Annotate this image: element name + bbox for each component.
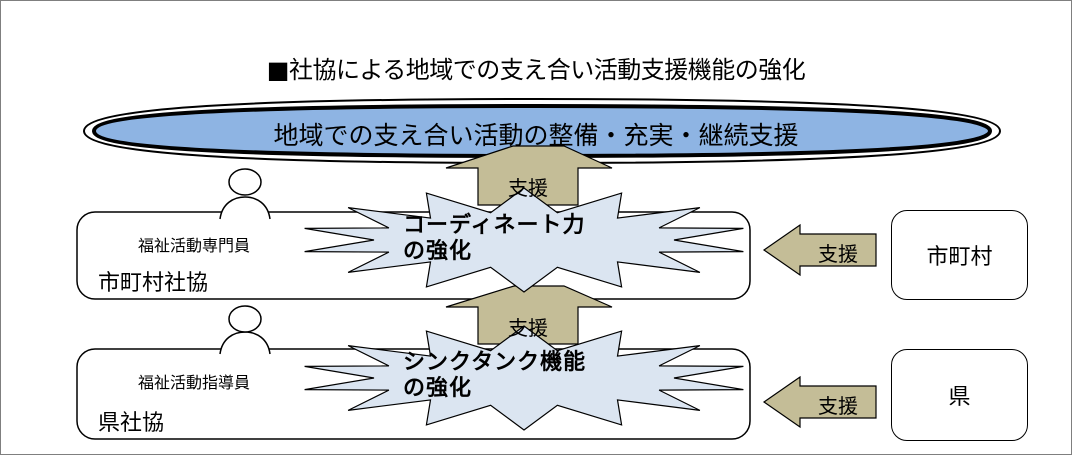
side-support-label: 支援 <box>818 242 858 266</box>
function-line: の強化 <box>403 239 473 264</box>
organization-label: 市町村社協 <box>98 271 209 296</box>
upward-arrow <box>445 145 613 206</box>
function-line: シンクタンク機能 <box>403 350 587 375</box>
burst-shape <box>304 325 744 431</box>
organization-label: 県社協 <box>98 411 165 436</box>
goal-ellipse <box>82 97 1002 165</box>
goal-text: 地域での支え合い活動の整備・充実・継続支援 <box>273 121 799 150</box>
person-icon <box>219 305 271 355</box>
person-icon <box>219 168 271 220</box>
agency-label: 県 <box>948 385 971 410</box>
side-support-label: 支援 <box>818 394 858 418</box>
diagram-title: ■社協による地域での支え合い活動支援機能の強化 <box>266 56 806 84</box>
staff-label: 福祉活動指導員 <box>138 373 251 392</box>
burst-shape <box>304 187 744 293</box>
left-arrow <box>762 223 877 277</box>
function-line: コーディネート力 <box>403 213 586 238</box>
municipality-box: 市町村 <box>891 210 1028 300</box>
function-label: コーディネート力 の強化 <box>403 213 585 265</box>
function-line: の強化 <box>403 376 473 401</box>
upward-support-label: 支援 <box>508 316 548 340</box>
staff-label: 福祉活動専門員 <box>138 236 251 255</box>
left-arrow <box>762 375 877 429</box>
agency-label: 市町村 <box>926 245 993 270</box>
function-label: シンクタンク機能 の強化 <box>403 350 586 402</box>
prefecture-box: 県 <box>891 349 1028 441</box>
upward-support-label: 支援 <box>508 176 548 200</box>
